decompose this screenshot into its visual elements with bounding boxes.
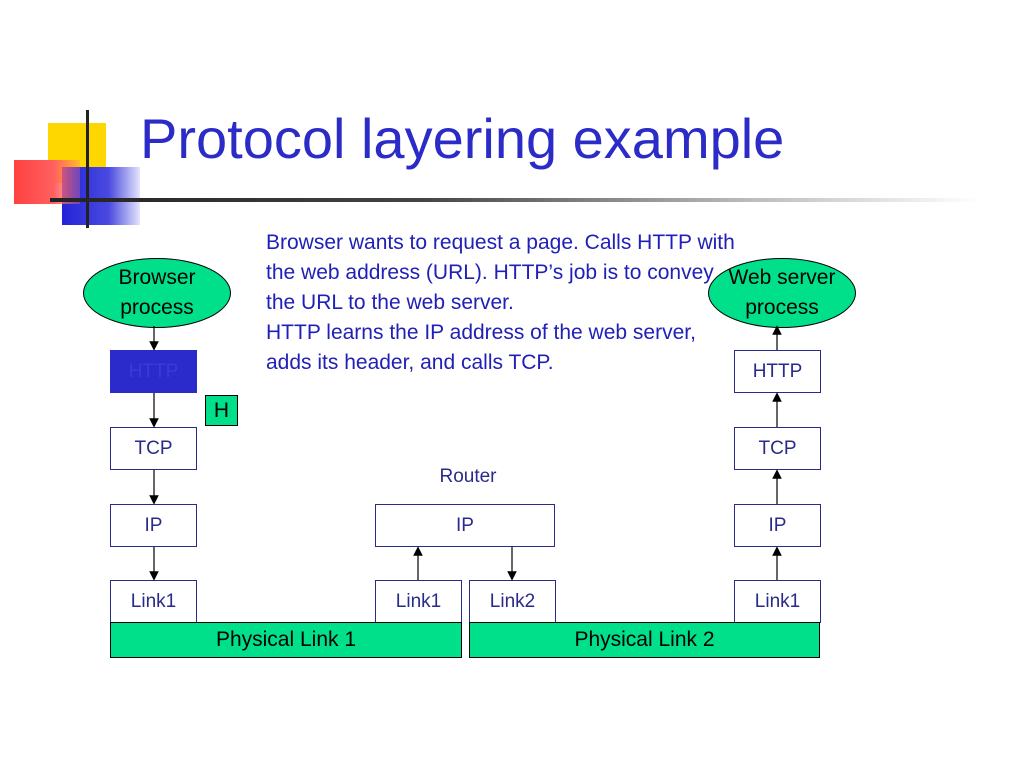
description-paragraph-2: HTTP learns the IP address of the web se… xyxy=(266,321,696,374)
browser-http-layer: HTTP xyxy=(110,350,197,393)
router-label: Router xyxy=(439,466,497,487)
browser-ip-layer: IP xyxy=(110,504,197,547)
page-title: Protocol layering example xyxy=(140,107,785,170)
browser-process-node: Browser process xyxy=(83,258,231,328)
description-paragraph-1: Browser wants to request a page. Calls H… xyxy=(266,231,735,314)
http-header-box: H xyxy=(205,395,238,426)
red-square-decoration xyxy=(14,160,80,204)
server-http-layer: HTTP xyxy=(734,350,821,393)
server-ip-layer: IP xyxy=(734,504,821,547)
description-text: Browser wants to request a page. Calls H… xyxy=(266,228,736,378)
browser-tcp-layer: TCP xyxy=(110,427,197,470)
router-ip-layer: IP xyxy=(375,504,555,547)
browser-link1-layer: Link1 xyxy=(110,580,197,623)
vertical-line-decoration xyxy=(86,110,89,228)
physical-link-1: Physical Link 1 xyxy=(110,622,462,658)
server-link1-layer: Link1 xyxy=(734,580,821,623)
server-tcp-layer: TCP xyxy=(734,427,821,470)
web-server-process-node: Web server process xyxy=(708,258,856,328)
router-link2-layer: Link2 xyxy=(469,580,556,623)
title-underline xyxy=(50,198,980,202)
physical-link-2: Physical Link 2 xyxy=(469,622,820,658)
